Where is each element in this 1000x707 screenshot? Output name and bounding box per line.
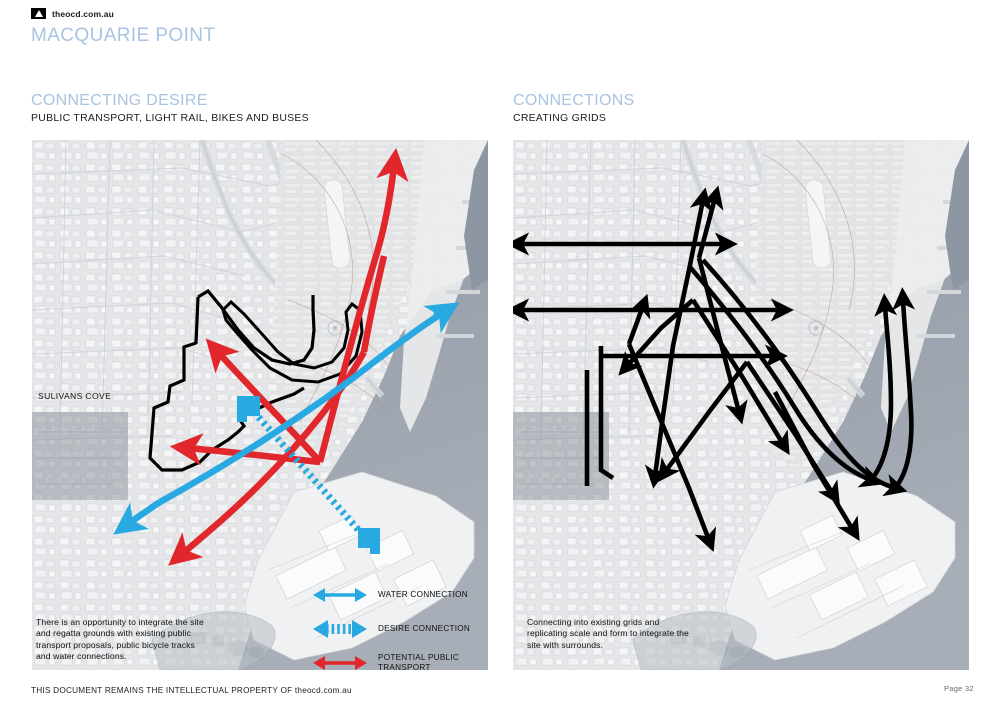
legend-label-desire-connection: DESIRE CONNECTION: [378, 624, 471, 633]
legend-label-water-connection: WATER CONNECTION: [378, 590, 468, 599]
map-connecting-desire: [32, 140, 488, 670]
caption-connecting-desire: There is an opportunity to integrate the…: [36, 617, 204, 662]
mountain-logo-icon: [31, 8, 46, 19]
column-title-right: CONNECTIONS: [513, 92, 635, 109]
column-header-right: CONNECTIONS CREATING GRIDS: [513, 92, 635, 124]
legend-item-potential-public-transport: POTENTIAL PUBLIC TRANSPORT: [312, 652, 470, 674]
double-arrow-dashed-blue-icon: [313, 620, 367, 638]
column-header-left: CONNECTING DESIRE PUBLIC TRANSPORT, LIGH…: [31, 92, 309, 124]
map-connections: [513, 140, 969, 670]
column-subtitle-right: CREATING GRIDS: [513, 112, 607, 124]
brand-logo: theocd.com.au: [31, 8, 114, 19]
double-arrow-solid-red-icon: [313, 656, 367, 670]
column-subtitle-left: PUBLIC TRANSPORT, LIGHT RAIL, BIKES AND …: [31, 112, 309, 124]
legend-item-water-connection: WATER CONNECTION: [312, 584, 470, 606]
double-arrow-solid-blue-icon: [313, 588, 367, 602]
page-title: MACQUARIE POINT: [31, 25, 216, 46]
legend-label-potential-public-transport: POTENTIAL PUBLIC TRANSPORT: [378, 653, 460, 672]
map-label-sulivans-cove: SULIVANS COVE: [38, 391, 112, 401]
footer-page-number: Page 32: [944, 684, 974, 693]
legend: WATER CONNECTION DESIRE CONNECTION POTEN…: [312, 584, 470, 674]
map-right-graphic: [513, 140, 969, 670]
column-title-left: CONNECTING DESIRE: [31, 92, 208, 109]
legend-item-desire-connection: DESIRE CONNECTION: [312, 618, 470, 640]
footer-copyright: THIS DOCUMENT REMAINS THE INTELLECTUAL P…: [31, 686, 352, 695]
caption-connections: Connecting into existing grids and repli…: [527, 617, 689, 650]
map-left-graphic: [32, 140, 488, 670]
brand-text: theocd.com.au: [52, 8, 114, 19]
